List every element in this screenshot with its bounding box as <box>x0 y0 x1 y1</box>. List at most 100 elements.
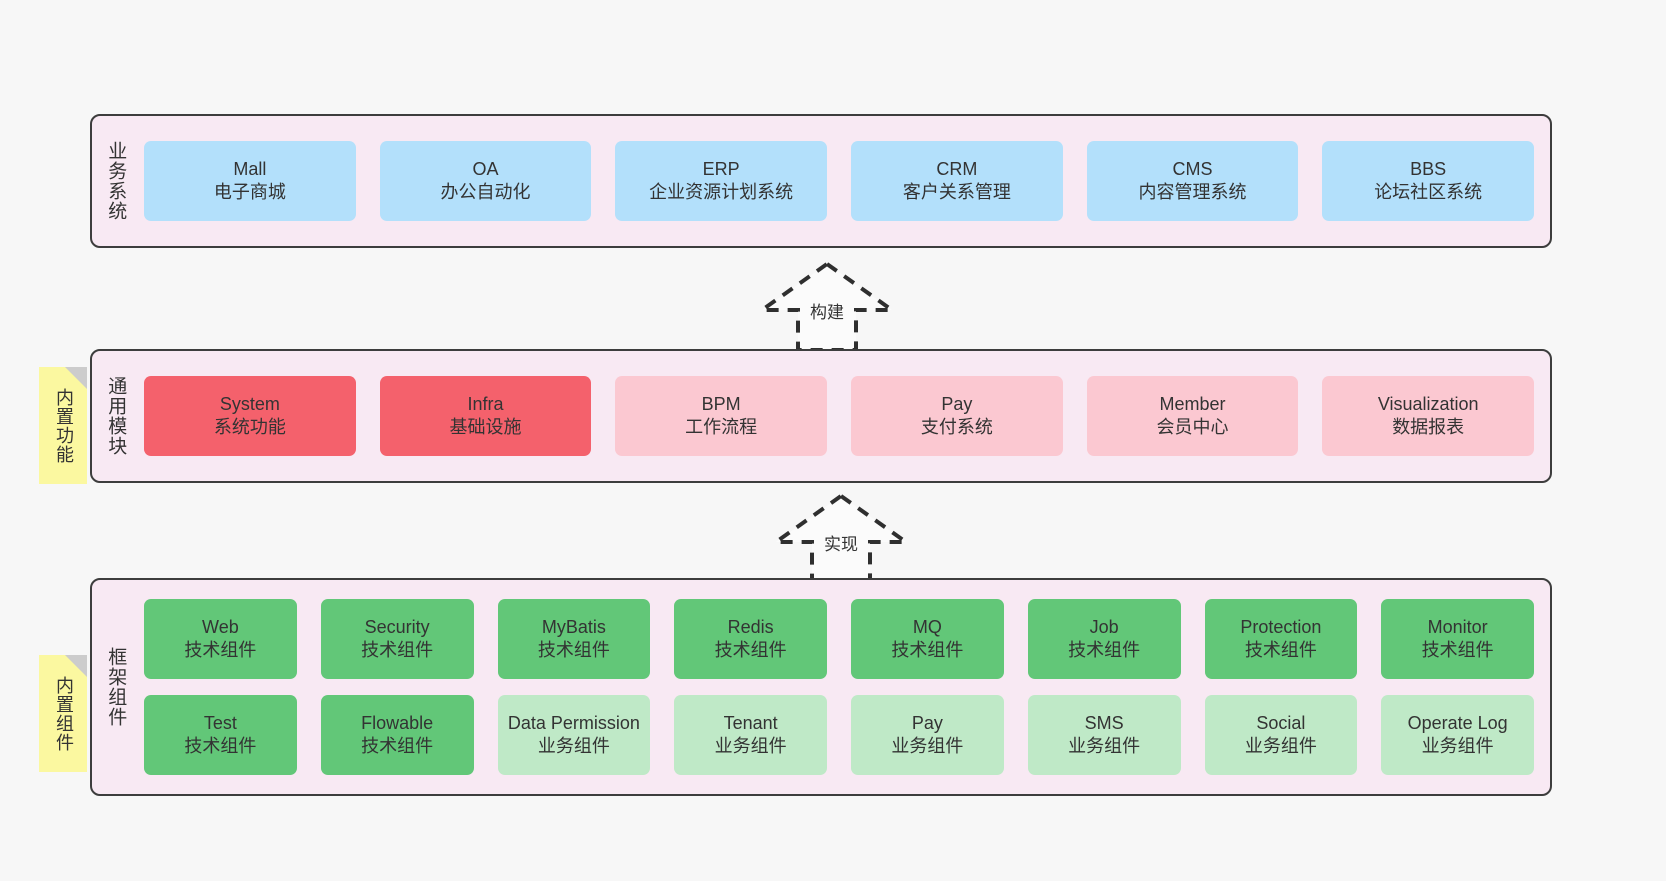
card-redis[interactable]: Redis 技术组件 <box>674 599 827 679</box>
business-systems-row: Mall 电子商城 OA 办公自动化 ERP 企业资源计划系统 CRM 客户关系… <box>144 141 1535 221</box>
card-monitor-desc: 技术组件 <box>1421 640 1494 660</box>
card-flowable-title: Flowable <box>361 712 434 733</box>
card-system-desc: 系统功能 <box>213 417 286 437</box>
card-mall-title: Mall <box>233 158 267 179</box>
card-sms[interactable]: SMS 业务组件 <box>1027 695 1181 775</box>
build-arrow: 构建 <box>752 258 902 354</box>
band-body-framework-components: Web 技术组件 Security 技术组件 MyBatis 技术组件 Redi… <box>138 580 1550 794</box>
card-web-desc: 技术组件 <box>184 640 257 660</box>
card-bbs-desc: 论坛社区系统 <box>1374 182 1483 202</box>
card-visualization-title: Visualization <box>1377 393 1479 414</box>
card-visualization[interactable]: Visualization 数据报表 <box>1322 376 1535 456</box>
band-body-common-modules: System 系统功能 Infra 基础设施 BPM 工作流程 Pay 支付系统… <box>138 351 1550 481</box>
card-member-desc: 会员中心 <box>1156 417 1229 437</box>
card-test-title: Test <box>203 712 237 733</box>
card-job-title: Job <box>1089 616 1119 637</box>
card-mybatis-desc: 技术组件 <box>537 640 610 660</box>
note-fold-corner-icon <box>65 367 87 389</box>
card-pay-component[interactable]: Pay 业务组件 <box>851 695 1004 775</box>
card-test[interactable]: Test 技术组件 <box>144 695 297 775</box>
card-web-title: Web <box>202 616 239 637</box>
band-framework-components: 框架组件 Web 技术组件 Security 技术组件 MyBatis 技术组件… <box>90 578 1552 796</box>
card-mq-desc: 技术组件 <box>891 640 964 660</box>
card-cms[interactable]: CMS 内容管理系统 <box>1086 141 1299 221</box>
common-modules-row: System 系统功能 Infra 基础设施 BPM 工作流程 Pay 支付系统… <box>144 376 1535 456</box>
card-data-permission-title: Data Permission <box>507 712 640 733</box>
card-bbs[interactable]: BBS 论坛社区系统 <box>1322 141 1535 221</box>
card-sms-title: SMS <box>1084 712 1124 733</box>
framework-biz-row: Test 技术组件 Flowable 技术组件 Data Permission … <box>144 695 1534 775</box>
card-tenant[interactable]: Tenant 业务组件 <box>674 695 827 775</box>
card-system[interactable]: System 系统功能 <box>144 376 356 456</box>
card-erp-title: ERP <box>702 158 740 179</box>
card-crm[interactable]: CRM 客户关系管理 <box>851 141 1063 221</box>
note-builtin-components: 内置组件 <box>39 655 87 772</box>
card-security-title: Security <box>364 616 430 637</box>
card-tenant-desc: 业务组件 <box>714 736 787 756</box>
card-erp[interactable]: ERP 企业资源计划系统 <box>615 141 828 221</box>
card-test-desc: 技术组件 <box>184 736 257 756</box>
band-title-framework-components: 框架组件 <box>105 647 127 727</box>
card-visualization-desc: 数据报表 <box>1392 417 1465 437</box>
card-mq-title: MQ <box>912 616 942 637</box>
band-title-business-systems: 业务系统 <box>105 141 127 221</box>
card-pay-module-title: Pay <box>941 393 973 414</box>
card-infra-desc: 基础设施 <box>449 417 522 437</box>
card-mall[interactable]: Mall 电子商城 <box>144 141 356 221</box>
card-redis-desc: 技术组件 <box>714 640 787 660</box>
card-member-title: Member <box>1159 393 1226 414</box>
band-title-common-modules: 通用模块 <box>105 376 127 456</box>
card-sms-desc: 业务组件 <box>1068 736 1141 756</box>
card-crm-desc: 客户关系管理 <box>902 182 1011 202</box>
card-monitor-title: Monitor <box>1427 616 1488 637</box>
implement-arrow: 实现 <box>766 490 916 586</box>
card-operate-log-title: Operate Log <box>1407 712 1508 733</box>
card-oa-desc: 办公自动化 <box>440 182 531 202</box>
card-flowable[interactable]: Flowable 技术组件 <box>320 695 474 775</box>
note-builtin-components-text: 内置组件 <box>53 675 74 752</box>
card-mall-desc: 电子商城 <box>213 182 286 202</box>
card-security-desc: 技术组件 <box>361 640 434 660</box>
card-tenant-title: Tenant <box>723 712 778 733</box>
card-social-desc: 业务组件 <box>1244 736 1317 756</box>
note-fold-corner-icon <box>65 655 87 677</box>
card-mybatis-title: MyBatis <box>541 616 606 637</box>
card-flowable-desc: 技术组件 <box>361 736 434 756</box>
card-protection-title: Protection <box>1240 616 1322 637</box>
card-web[interactable]: Web 技术组件 <box>144 599 297 679</box>
card-protection[interactable]: Protection 技术组件 <box>1204 599 1358 679</box>
card-social-title: Social <box>1256 712 1306 733</box>
card-bpm-title: BPM <box>701 393 741 414</box>
card-job[interactable]: Job 技术组件 <box>1027 599 1181 679</box>
card-infra-title: Infra <box>467 393 504 414</box>
card-job-desc: 技术组件 <box>1068 640 1141 660</box>
card-mq[interactable]: MQ 技术组件 <box>851 599 1004 679</box>
card-member[interactable]: Member 会员中心 <box>1086 376 1299 456</box>
card-bpm[interactable]: BPM 工作流程 <box>615 376 828 456</box>
card-pay-component-title: Pay <box>911 712 943 733</box>
card-erp-desc: 企业资源计划系统 <box>649 182 794 202</box>
card-cms-title: CMS <box>1172 158 1213 179</box>
card-monitor[interactable]: Monitor 技术组件 <box>1381 599 1534 679</box>
card-oa-title: OA <box>472 158 499 179</box>
band-business-systems: 业务系统 Mall 电子商城 OA 办公自动化 ERP 企业资源计划系统 CRM… <box>90 114 1552 248</box>
card-data-permission[interactable]: Data Permission 业务组件 <box>497 695 651 775</box>
card-infra[interactable]: Infra 基础设施 <box>379 376 592 456</box>
card-mybatis[interactable]: MyBatis 技术组件 <box>497 599 651 679</box>
card-cms-desc: 内容管理系统 <box>1138 182 1247 202</box>
card-pay-module-desc: 支付系统 <box>920 417 993 437</box>
band-common-modules: 通用模块 System 系统功能 Infra 基础设施 BPM 工作流程 Pay… <box>90 349 1552 483</box>
card-protection-desc: 技术组件 <box>1244 640 1317 660</box>
card-system-title: System <box>219 393 280 414</box>
card-oa[interactable]: OA 办公自动化 <box>379 141 592 221</box>
card-social[interactable]: Social 业务组件 <box>1204 695 1358 775</box>
card-security[interactable]: Security 技术组件 <box>320 599 474 679</box>
card-pay-module[interactable]: Pay 支付系统 <box>851 376 1063 456</box>
band-body-business-systems: Mall 电子商城 OA 办公自动化 ERP 企业资源计划系统 CRM 客户关系… <box>138 116 1550 246</box>
card-crm-title: CRM <box>936 158 978 179</box>
card-operate-log-desc: 业务组件 <box>1421 736 1494 756</box>
card-operate-log[interactable]: Operate Log 业务组件 <box>1381 695 1534 775</box>
card-redis-title: Redis <box>727 616 774 637</box>
card-data-permission-desc: 业务组件 <box>537 736 610 756</box>
